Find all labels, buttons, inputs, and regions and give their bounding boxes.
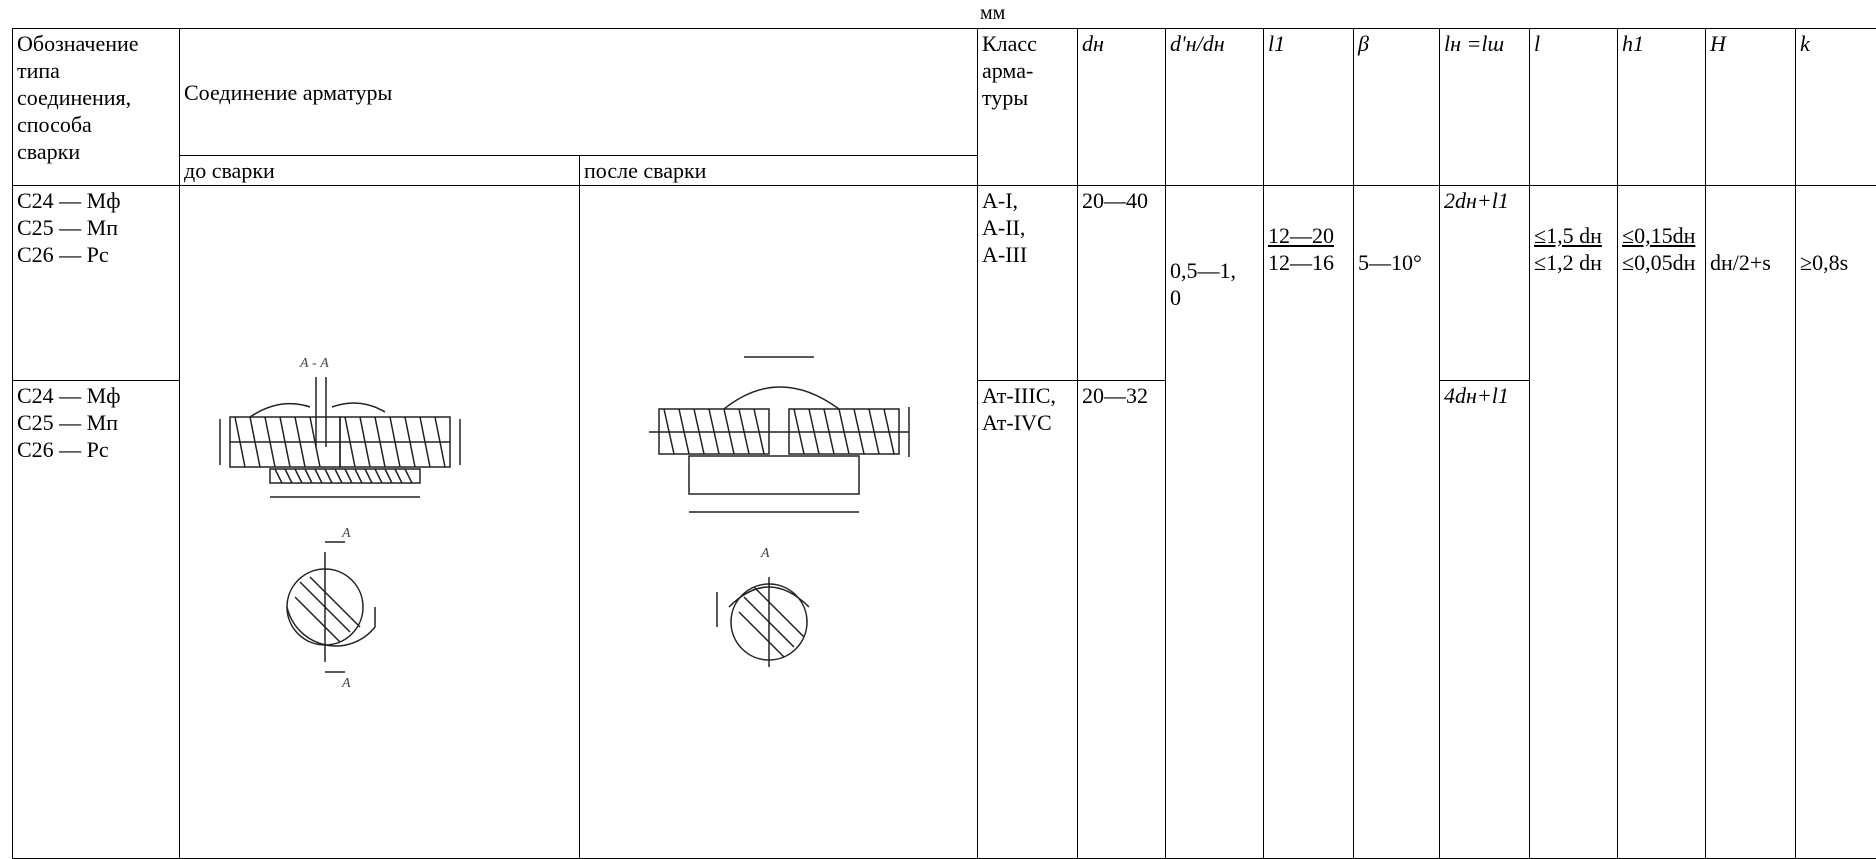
- arrow-label: А: [760, 546, 770, 561]
- row2-dn: 20—32: [1078, 381, 1166, 859]
- l1-top: 12—20: [1268, 222, 1349, 249]
- before-welding-drawing: А - А: [190, 337, 570, 857]
- header-before: до сварки: [180, 156, 580, 186]
- ratio-line: 0,5—1,: [1170, 257, 1259, 284]
- l1-cell: 12—20 12—16: [1264, 186, 1354, 859]
- header-ratio: d'н/dн: [1166, 29, 1264, 186]
- row1-ln: 2dн+l1: [1440, 186, 1530, 381]
- class-line: Ат-IIIС,: [982, 382, 1073, 409]
- header-type-line: типа: [17, 57, 175, 84]
- k-value: ≥0,8s: [1800, 249, 1872, 276]
- H-value: dн/2+s: [1710, 249, 1791, 276]
- row2-classes: Ат-IIIС, Ат-IVС: [978, 381, 1078, 859]
- header-beta: β: [1354, 29, 1440, 186]
- header-class-cell: Класс арма- туры: [978, 29, 1078, 186]
- type-line: С26 — Рс: [17, 436, 175, 463]
- type-line: С26 — Рс: [17, 241, 175, 268]
- before-drawing-cell: А - А: [180, 186, 580, 859]
- after-welding-drawing: А: [589, 337, 969, 857]
- beta-cell: 5—10°: [1354, 186, 1440, 859]
- class-line: А-I,: [982, 187, 1073, 214]
- class-line: А-III: [982, 241, 1073, 268]
- header-h1: h1: [1618, 29, 1706, 186]
- header-class-line: арма-: [982, 57, 1073, 84]
- type-line: С25 — Мп: [17, 409, 175, 436]
- class-line: А-II,: [982, 214, 1073, 241]
- h1-bottom: ≤0,05dн: [1622, 249, 1701, 276]
- type-line: С25 — Мп: [17, 214, 175, 241]
- H-cell: dн/2+s: [1706, 186, 1796, 859]
- header-type-line: соединения,: [17, 84, 175, 111]
- arrow-label: А: [341, 526, 351, 541]
- header-l: l: [1530, 29, 1618, 186]
- k-cell: ≥0,8s: [1796, 186, 1876, 859]
- type-line: С24 — Мф: [17, 187, 175, 214]
- header-type-cell: Обозначение типа соединения, способа сва…: [13, 29, 180, 186]
- section-label: А - А: [299, 356, 329, 371]
- header-class-line: туры: [982, 84, 1073, 111]
- header-ln-lsh: lн =lш: [1440, 29, 1530, 186]
- header-row: Обозначение типа соединения, способа сва…: [13, 29, 1876, 156]
- header-type-line: сварки: [17, 138, 175, 165]
- header-after: после сварки: [580, 156, 978, 186]
- beta-value: 5—10°: [1358, 249, 1435, 276]
- header-l1: l1: [1264, 29, 1354, 186]
- header-H: H: [1706, 29, 1796, 186]
- row2-ln: 4dн+l1: [1440, 381, 1530, 859]
- row2-types: С24 — Мф С25 — Мп С26 — Рс: [13, 381, 180, 859]
- header-class-line: Класс: [982, 30, 1073, 57]
- class-line: Ат-IVС: [982, 409, 1073, 436]
- after-drawing-cell: А: [580, 186, 978, 859]
- row1-dn: 20—40: [1078, 186, 1166, 381]
- header-type-line: Обозначение: [17, 30, 175, 57]
- welding-table: Обозначение типа соединения, способа сва…: [12, 28, 1876, 859]
- l-top: ≤1,5 dн: [1534, 222, 1613, 249]
- h1-top: ≤0,15dн: [1622, 222, 1701, 249]
- l1-bottom: 12—16: [1268, 249, 1349, 276]
- header-type-line: способа: [17, 111, 175, 138]
- header-dn: dн: [1078, 29, 1166, 186]
- header-k: k: [1796, 29, 1876, 186]
- header-connection: Соединение арматуры: [180, 29, 978, 156]
- h1-cell: ≤0,15dн ≤0,05dн: [1618, 186, 1706, 859]
- l-bottom: ≤1,2 dн: [1534, 249, 1613, 276]
- l-cell: ≤1,5 dн ≤1,2 dн: [1530, 186, 1618, 859]
- ratio-cell: 0,5—1, 0: [1166, 186, 1264, 859]
- arrow-label: А: [341, 676, 351, 691]
- type-line: С24 — Мф: [17, 382, 175, 409]
- ratio-line: 0: [1170, 284, 1259, 311]
- table-row: С24 — Мф С25 — Мп С26 — Рс А - А: [13, 186, 1876, 381]
- unit-label: мм: [980, 2, 1005, 24]
- row1-types: С24 — Мф С25 — Мп С26 — Рс: [13, 186, 180, 381]
- row1-classes: А-I, А-II, А-III: [978, 186, 1078, 381]
